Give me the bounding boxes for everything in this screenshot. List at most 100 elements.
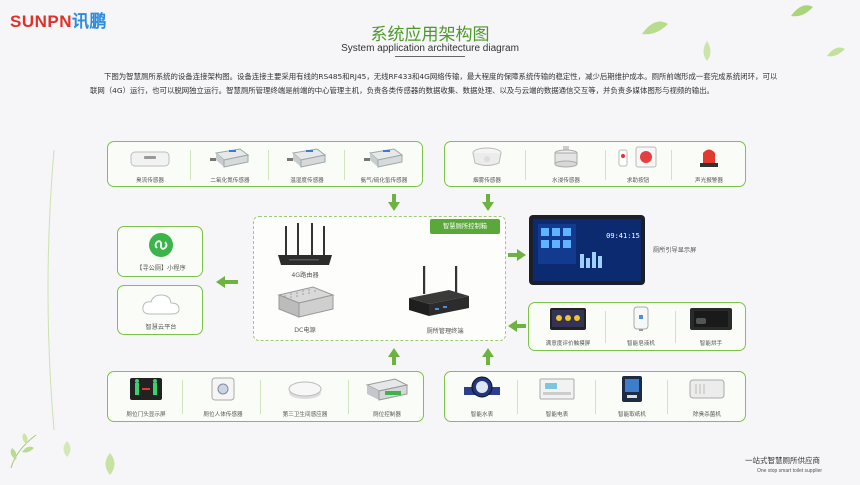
divider (667, 380, 668, 414)
arrow-left-services (216, 276, 238, 288)
cloud-platform-box: 智慧云平台 (117, 285, 203, 335)
help-button-label: 求助按钮 (607, 176, 669, 184)
divider (268, 150, 269, 180)
hand-dryer-label: 智能烘手 (679, 339, 743, 347)
sound-light-alarm: 声光报警器 (673, 145, 745, 184)
router-icon (275, 223, 335, 267)
deodorize-sterilizer: 除臭杀菌机 (671, 375, 743, 418)
page-title: 系统应用架构图 (0, 20, 860, 45)
soap-dispenser-icon (629, 306, 653, 332)
dc-power-label: DC电源 (275, 325, 335, 334)
page-subtitle: System application architecture diagram (0, 43, 860, 54)
arrow-up-stall (388, 348, 400, 365)
leaf-decoration (100, 452, 120, 476)
ammonia-sensor-label: 氨气/硫化氢传感器 (346, 176, 422, 184)
intro-paragraph: 下图为智慧厕所系统的设备连接架构图。设备连接主要采用有线的RS485和RJ45，… (90, 70, 780, 98)
guide-screen-time: 09:41:15 (606, 232, 640, 240)
water-leak-sensor-icon (546, 145, 586, 169)
no2-sensor-icon (208, 145, 252, 169)
human-sensor-label: 厕位人体传感器 (188, 410, 258, 418)
guide-screen-display: 09:41:15 (528, 214, 646, 286)
stall-door-display-icon (128, 375, 164, 403)
human-sensor-icon (209, 375, 237, 403)
alarm-light-icon (689, 145, 729, 169)
stall-controller-icon (363, 375, 411, 403)
arrow-right-screen (508, 249, 526, 261)
odor-sensor-label: 臭流传感器 (114, 176, 186, 184)
stall-door-display: 厕位门头显示屏 (112, 375, 180, 418)
router-label: 4G路由器 (275, 270, 335, 279)
help-button-icon (616, 145, 660, 169)
third-restroom-sensor: 第三卫生间感应器 (264, 375, 346, 418)
odor-sensor-icon (128, 145, 172, 169)
help-button-device: 求助按钮 (607, 145, 669, 184)
arrow-down-env (388, 194, 400, 211)
smart-water-meter: 智能水表 (449, 375, 515, 418)
divider (517, 380, 518, 414)
smoke-sensor-icon (467, 145, 507, 169)
subtitle-underline (395, 56, 465, 57)
smoke-sensor: 烟雾传感器 (451, 145, 523, 184)
third-restroom-sensor-icon (285, 375, 325, 403)
odor-sensor: 臭流传感器 (114, 145, 186, 184)
smoke-sensor-label: 烟雾传感器 (451, 176, 523, 184)
management-terminal-label: 厕所管理终端 (405, 326, 485, 335)
utility-devices-group: 智能水表 智能电表 智能取纸机 除臭杀菌机 (444, 371, 746, 422)
alarm-light-label: 声光报警器 (673, 176, 745, 184)
temp-humidity-sensor-icon (285, 145, 329, 169)
control-box-tag: 智慧厕所控制箱 (430, 219, 500, 234)
divider (348, 380, 349, 414)
paper-dispenser-label: 智能取纸机 (599, 410, 665, 418)
divider (605, 150, 606, 180)
no2-sensor: 二氧化氮传感器 (194, 145, 266, 184)
ammonia-sensor-icon (362, 145, 406, 169)
no2-sensor-label: 二氧化氮传感器 (194, 176, 266, 184)
divider (260, 380, 261, 414)
electric-meter-label: 智能电表 (521, 410, 593, 418)
divider (675, 311, 676, 343)
water-meter-label: 智能水表 (449, 410, 515, 418)
smart-paper-dispenser: 智能取纸机 (599, 375, 665, 418)
soap-dispenser: 智能皂液机 (609, 306, 673, 347)
divider (344, 150, 345, 180)
smart-terminals-group: 满意度评价触摸屏 智能皂液机 智能烘手 (528, 302, 746, 351)
guide-screen-label: 厕所引导显示屏 (653, 245, 696, 254)
sterilizer-label: 除臭杀菌机 (671, 410, 743, 418)
leaf-decoration (6, 430, 46, 470)
third-restroom-sensor-label: 第三卫生间感应器 (264, 410, 346, 418)
divider (525, 150, 526, 180)
footer-slogan: 一站式智慧厕所供应商 (745, 455, 820, 466)
hand-dryer: 智能烘手 (679, 306, 743, 347)
divider (182, 380, 183, 414)
mini-program-box: 【寻公厕】小程序 (117, 226, 203, 277)
satisfaction-touchscreen: 满意度评价触摸屏 (533, 306, 603, 347)
arrow-down-alarm (482, 194, 494, 211)
cloud-icon (140, 292, 182, 318)
branch-decoration (40, 150, 60, 430)
divider (190, 150, 191, 180)
ammonia-sensor: 氨气/硫化氢传感器 (346, 145, 422, 184)
mini-program-label: 【寻公厕】小程序 (118, 263, 204, 272)
mini-program-icon (148, 232, 174, 258)
temp-humidity-sensor: 温湿度传感器 (272, 145, 342, 184)
stall-controller: 厕位控制器 (352, 375, 422, 418)
leaf-decoration (60, 440, 74, 458)
water-leak-sensor: 水浸传感器 (529, 145, 603, 184)
smart-electric-meter: 智能电表 (521, 375, 593, 418)
hand-dryer-icon (688, 306, 734, 332)
stall-controller-label: 厕位控制器 (352, 410, 422, 418)
divider (605, 311, 606, 343)
touchscreen-icon (548, 306, 588, 332)
touchscreen-label: 满意度评价触摸屏 (533, 339, 603, 347)
alarm-sensors-group: 烟雾传感器 水浸传感器 求助按钮 声光报警器 (444, 141, 746, 187)
water-leak-sensor-label: 水浸传感器 (529, 176, 603, 184)
divider (595, 380, 596, 414)
paper-dispenser-icon (618, 375, 646, 403)
stall-door-display-label: 厕位门头显示屏 (112, 410, 180, 418)
arrow-left-terminals (508, 320, 526, 332)
divider (671, 150, 672, 180)
cloud-platform-label: 智慧云平台 (118, 322, 204, 331)
soap-dispenser-label: 智能皂液机 (609, 339, 673, 347)
water-meter-icon (462, 375, 502, 403)
env-sensors-group: 臭流传感器 二氧化氮传感器 温湿度传感器 氨气/硫化氢传感器 (107, 141, 423, 187)
